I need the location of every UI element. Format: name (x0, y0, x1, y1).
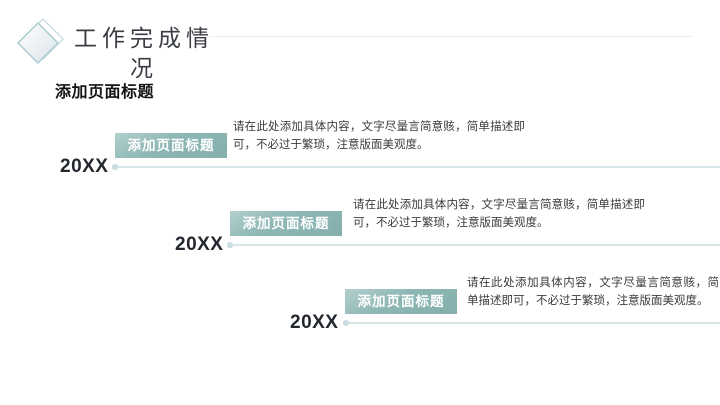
section-subtitle: 添加页面标题 (55, 84, 155, 101)
year-label: 20XX (290, 312, 339, 333)
timeline-dot (343, 320, 349, 326)
year-label: 20XX (175, 234, 224, 255)
page-title: 工作完成情况 (74, 25, 214, 81)
item-description: 请在此处添加具体内容，文字尽量言简意赅，简单描述即可，不必过于繁琐，注意版面美观… (353, 199, 645, 229)
year-label: 20XX (60, 156, 109, 177)
timeline-line (112, 164, 720, 170)
item-title-button[interactable]: 添加页面标题 (115, 133, 227, 158)
timeline-line (227, 242, 720, 248)
item-description: 请在此处添加具体内容，文字尽量言简意赅，简单描述即可，不必过于繁琐，注意版面美观… (233, 121, 525, 151)
timeline-dot (227, 242, 233, 248)
timeline-line (343, 320, 720, 326)
item-title-button[interactable]: 添加页面标题 (345, 289, 457, 314)
diamond-icon (13, 15, 67, 69)
timeline-dot (112, 164, 118, 170)
header-divider (210, 36, 692, 37)
item-title-button[interactable]: 添加页面标题 (230, 211, 342, 236)
item-description: 请在此处添加具体内容，文字尽量言简意赅，简单描述即可，不必过于繁琐，注意版面美观… (467, 277, 719, 307)
